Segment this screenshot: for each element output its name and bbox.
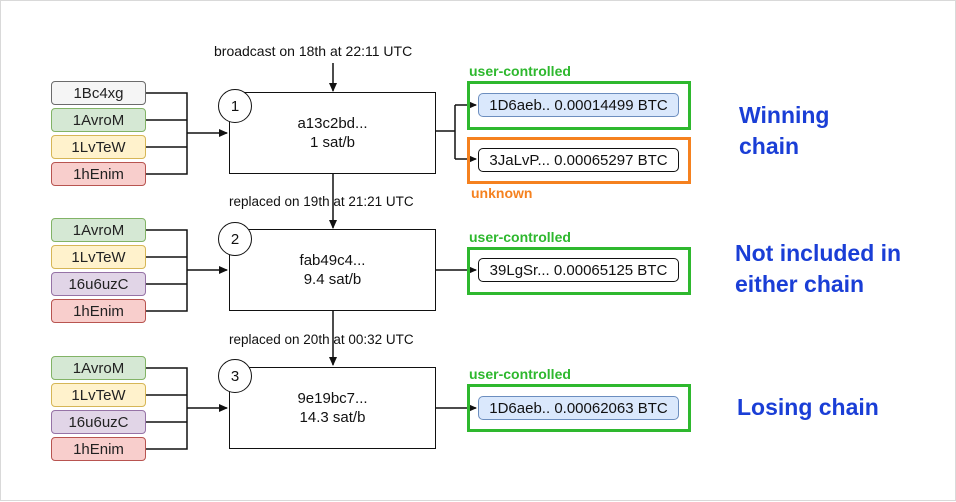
tx3-input-4: 1hEnim [51,437,146,461]
tx1-output1-amount: 0.00014499 BTC [554,96,668,114]
tx1-txid: a13c2bd... [297,115,368,132]
tx1-output-fork [435,105,456,159]
tx2-input-bracket [146,229,188,312]
losing-chain-line-1: Losing chain [737,394,879,420]
winning-chain-label: Winning chain [739,100,829,162]
tx1-output1: 1D6aeb.. 0.00014499 BTC [478,93,679,117]
tx2-txid: fab49c4... [299,252,366,269]
tx1-output1-addr: 1D6aeb.. [489,96,551,114]
tx1-output2-amount: 0.00065297 BTC [554,151,668,169]
tx1-box: a13c2bd... 1 sat/b [229,92,436,174]
tx3-output1-addr: 1D6aeb.. [489,399,551,417]
tx3-number-badge: 3 [218,359,252,393]
tx2-output1-tag: user-controlled [469,229,571,245]
tx2-input-1: 1AvroM [51,218,146,242]
tx3-output1-frame [467,384,691,432]
tx1-output2-tag: unknown [471,185,533,201]
tx3-feerate: 14.3 sat/b [299,409,366,426]
tx2-feerate: 9.4 sat/b [303,271,362,288]
tx2-number-badge: 2 [218,222,252,256]
tx1-input-4: 1hEnim [51,162,146,186]
not-included-line-2: either chain [735,271,865,297]
tx1-output1-frame [467,81,691,130]
tx3-box: 9e19bc7... 14.3 sat/b [229,367,436,449]
tx1-number-badge: 1 [218,89,252,123]
tx1-input-3: 1LvTeW [51,135,146,159]
losing-chain-label: Losing chain [737,392,879,423]
tx3-output1-amount: 0.00062063 BTC [554,399,668,417]
tx1-output1-tag: user-controlled [469,63,571,79]
tx2-output1-amount: 0.00065125 BTC [553,261,668,279]
tx1-input-bracket [146,92,188,175]
tx3-input-1: 1AvroM [51,356,146,380]
tx1-output2: 3JaLvP... 0.00065297 BTC [478,148,679,172]
tx2-input-2: 1LvTeW [51,245,146,269]
tx1-output2-addr: 3JaLvP... [489,151,550,169]
tx1-input-1: 1Bc4xg [51,81,146,105]
tx3-txid: 9e19bc7... [297,390,368,407]
tx2-output1-frame [467,247,691,295]
tx1-feerate: 1 sat/b [309,134,356,151]
tx2-output1: 39LgSr... 0.00065125 BTC [478,258,679,282]
tx3-output1: 1D6aeb.. 0.00062063 BTC [478,396,679,420]
tx1-input-2: 1AvroM [51,108,146,132]
winning-chain-line-1: Winning [739,102,830,128]
tx1-event-label: broadcast on 18th at 22:11 UTC [214,43,413,59]
tx2-output1-addr: 39LgSr... [489,261,550,279]
tx2-input-4: 1hEnim [51,299,146,323]
tx3-output1-tag: user-controlled [469,366,571,382]
tx3-input-3: 16u6uzC [51,410,146,434]
tx3-input-2: 1LvTeW [51,383,146,407]
tx2-event-label: replaced on 19th at 21:21 UTC [229,194,414,209]
tx2-box: fab49c4... 9.4 sat/b [229,229,436,311]
tx1-output2-frame [467,137,691,184]
winning-chain-line-2: chain [739,133,800,159]
tx3-event-label: replaced on 20th at 00:32 UTC [229,332,414,347]
tx2-input-3: 16u6uzC [51,272,146,296]
not-included-line-1: Not included in [735,240,902,266]
tx3-input-bracket [146,367,188,450]
not-included-chain-label: Not included in either chain [735,238,901,300]
